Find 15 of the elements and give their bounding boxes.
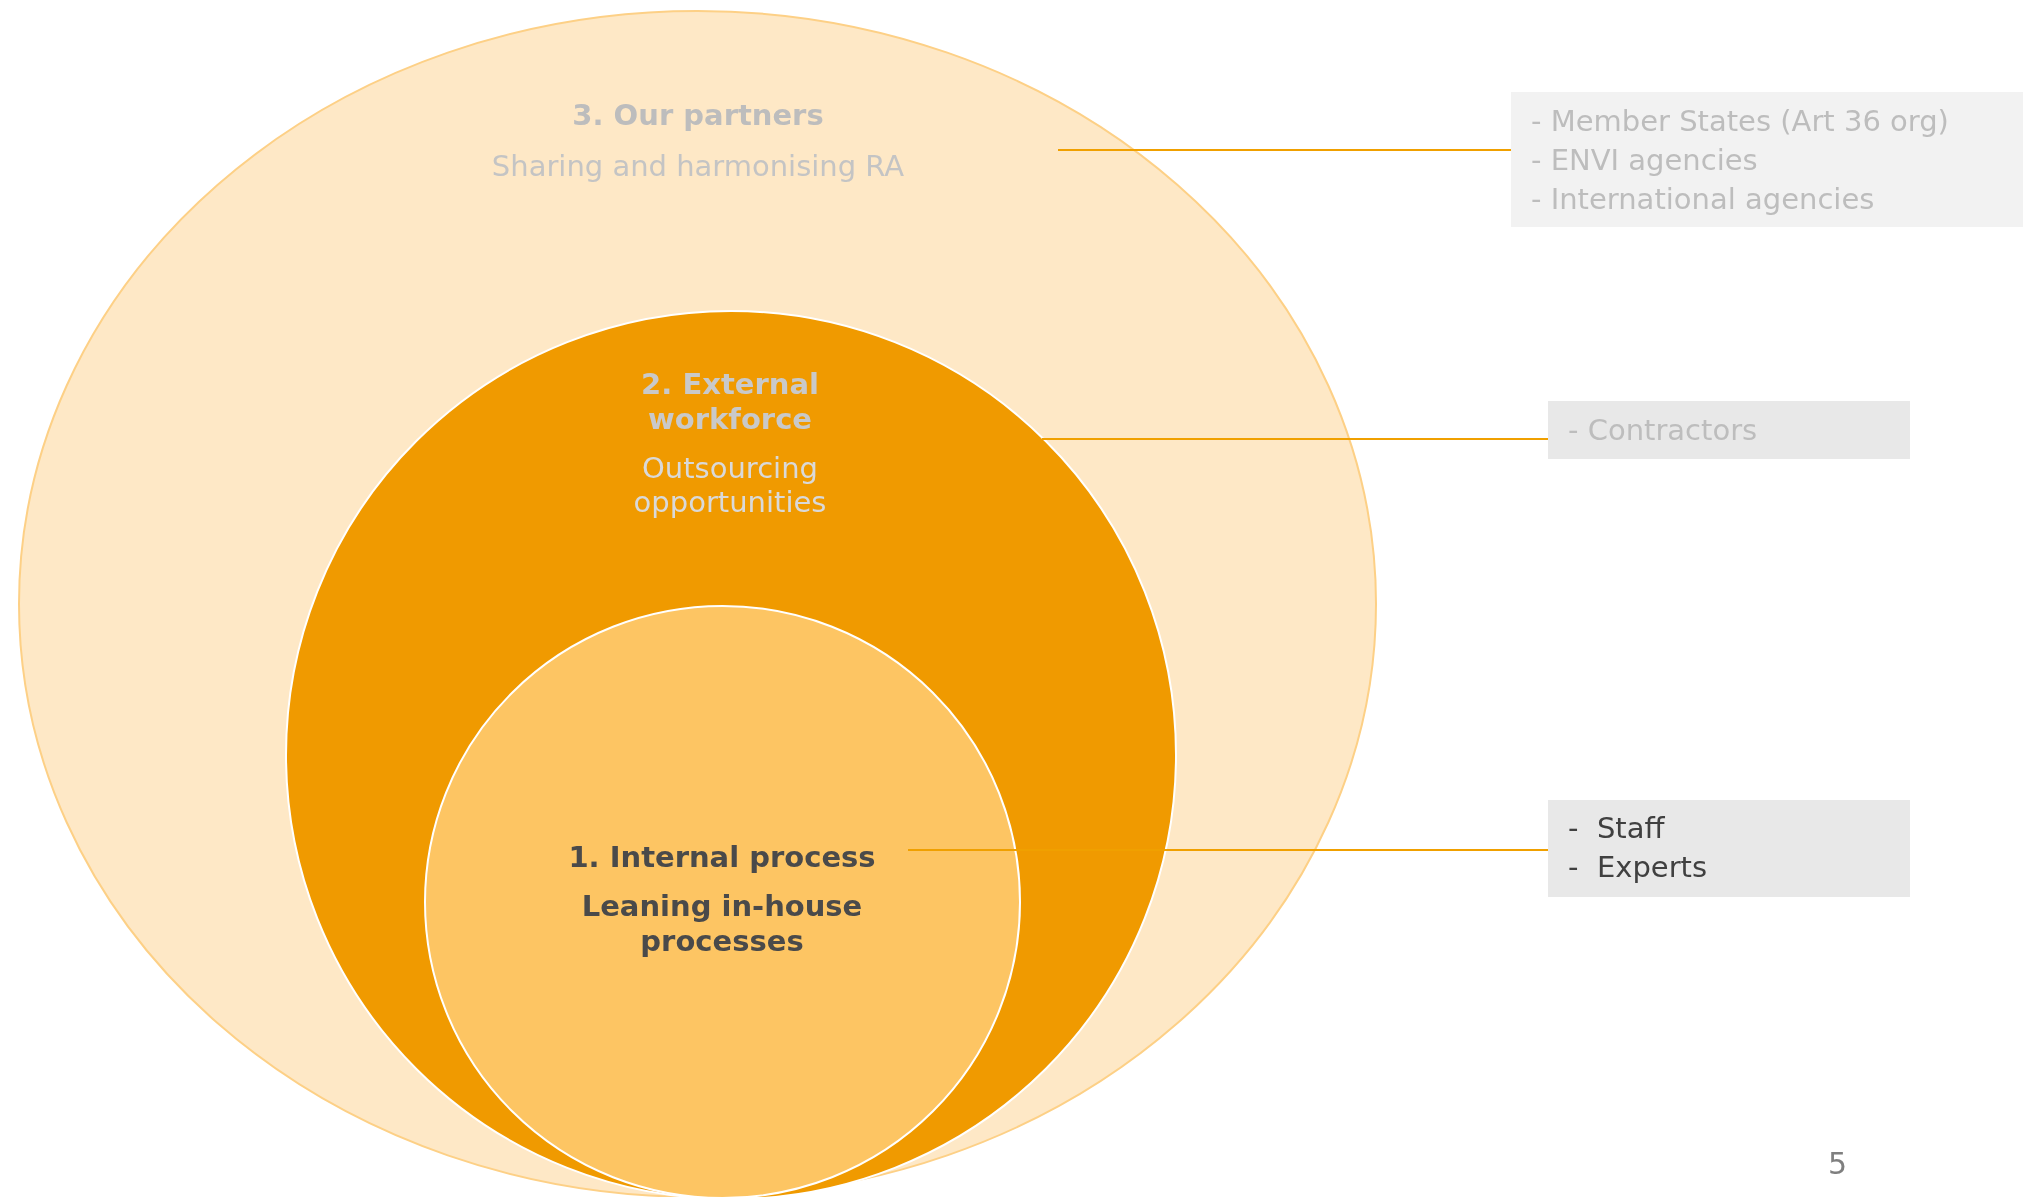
connector-line [1041,438,1549,440]
ring-description: Outsourcing opportunities [632,450,828,521]
ring-description: Sharing and harmonising RA [490,148,906,184]
list-panel [1511,92,2023,227]
list-item: - Experts [1568,849,1709,887]
list-panel [1548,401,1910,459]
list-panel [1548,800,1910,897]
ring-title: 2. External workforce [640,367,820,437]
ring-description: Leaning in-house processes [580,888,864,959]
list-item: - Staff [1568,810,1666,847]
connector-line [1057,149,1512,151]
connector-line [907,849,1549,851]
ring-title: 1. Internal process [567,840,877,875]
page-number: 5 [1828,1146,1848,1181]
ring-title: 3. Our partners [571,98,825,133]
